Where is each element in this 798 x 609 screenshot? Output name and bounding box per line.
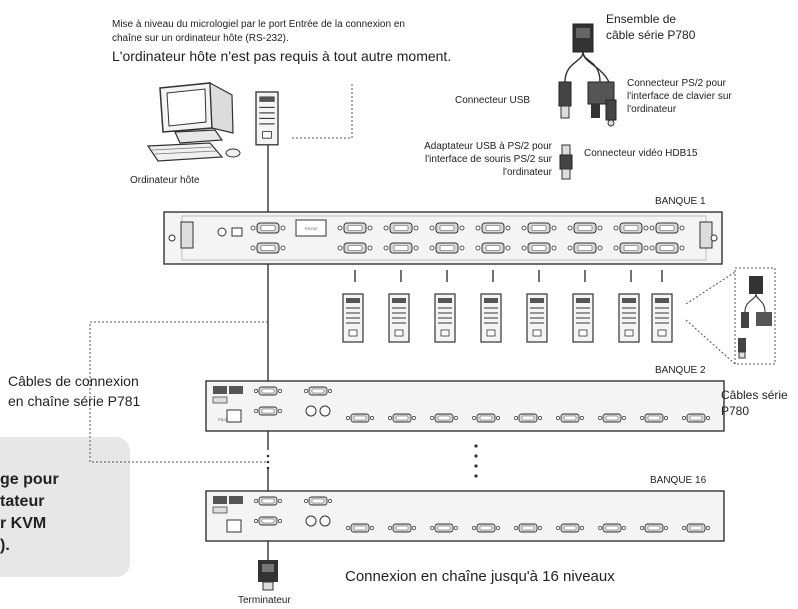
- bank2-label: BANQUE 2: [655, 365, 706, 376]
- daisy-cables-label-2: en chaîne série P781: [8, 393, 141, 409]
- usb-ps2-adapter-label-1: Adaptateur USB à PS/2 pour: [424, 141, 552, 152]
- callout-line-1: ge pour: [0, 471, 59, 488]
- bank2-kvm-switch: PS/2: [205, 380, 725, 432]
- daisy-chain-levels-text: Connexion en chaîne jusqu'à 16 niveaux: [345, 568, 615, 585]
- host-computer-label: Ordinateur hôte: [130, 175, 200, 186]
- callout-line-2: tateur: [0, 493, 45, 510]
- terminator-label: Terminateur: [238, 595, 291, 606]
- callout-line-3: r KVM: [0, 515, 47, 532]
- ps2-keyboard-label-1: Connecteur PS/2 pour: [627, 78, 726, 89]
- callout-box: ge pour tateur r KVM ).: [0, 437, 130, 577]
- usb-ps2-adapter-label-2: l'interface de souris PS/2 sur: [425, 154, 552, 165]
- daisy-cables-label-1: Câbles de connexion: [8, 373, 139, 389]
- svg-text:PS/2: PS/2: [218, 417, 227, 422]
- bank16-label: BANQUE 16: [650, 475, 707, 486]
- video-connector-label: Connecteur vidéo HDB15: [584, 148, 698, 159]
- usb-ps2-adapter-label-3: l'ordinateur: [502, 167, 552, 178]
- firmware-upgrade-text-1: Mise à niveau du micrologiel par le port…: [112, 19, 405, 30]
- server-towers-row: [342, 270, 673, 343]
- ps2-keyboard-label-2: l'interface de clavier sur: [627, 91, 732, 102]
- host-computer-icon: [146, 81, 241, 162]
- terminator-icon: [258, 560, 278, 591]
- bank1-kvm-switch: RS232: [163, 211, 723, 265]
- usb-ps2-adapter-icon: [559, 144, 573, 180]
- usb-connector-label: Connecteur USB: [455, 95, 531, 106]
- p780-cables-label-1: Câbles série: [721, 388, 788, 402]
- host-not-required-text: L'ordinateur hôte n'est pas requis à tou…: [112, 48, 452, 64]
- p780-cable-set-icon: [558, 23, 617, 127]
- host-tower-icon: [255, 91, 279, 146]
- bank16-kvm-switch: [205, 490, 725, 542]
- p780-cables-label-2: P780: [721, 404, 750, 418]
- svg-text:RS232: RS232: [305, 226, 318, 231]
- bank1-label: BANQUE 1: [655, 196, 706, 207]
- firmware-upgrade-text-2: chaîne sur un ordinateur hôte (RS-232).: [112, 33, 289, 44]
- serial-set-title-2: câble série P780: [606, 28, 696, 42]
- callout-line-4: ).: [0, 537, 10, 554]
- ps2-keyboard-label-3: l'ordinateur: [627, 104, 677, 115]
- p780-inset-icon: [738, 276, 772, 359]
- serial-set-title-1: Ensemble de: [606, 12, 677, 26]
